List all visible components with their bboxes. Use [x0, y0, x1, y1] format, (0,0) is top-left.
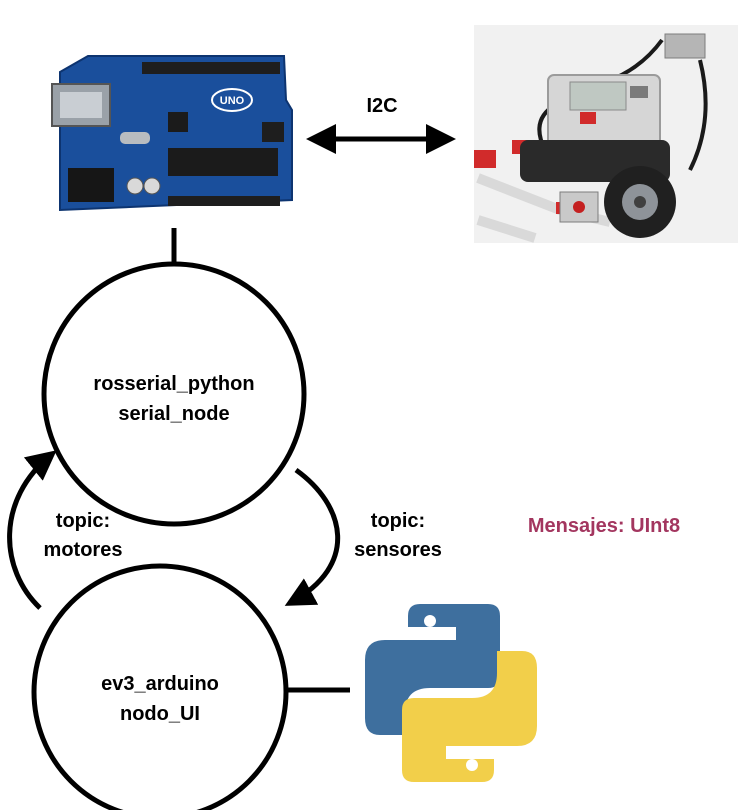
left-topic-line2: motores: [44, 539, 123, 561]
motores-arrow: [7, 450, 57, 610]
bottom-node-line1: ev3_arduino: [101, 673, 219, 695]
sensores-arrow: [284, 467, 341, 606]
top-node-line1: rosserial_python: [93, 373, 254, 395]
ev3-robot-icon: [474, 25, 738, 243]
arduino-board-label: UNO: [220, 95, 245, 107]
arduino-board-icon: [51, 55, 293, 212]
right-topic-line1: topic:: [371, 510, 425, 532]
bottom-node-line2: nodo_UI: [120, 703, 200, 725]
top-node-line2: serial_node: [118, 403, 229, 425]
right-topic-line2: sensores: [354, 539, 442, 561]
messages-label: Mensajes: UInt8: [528, 515, 680, 537]
python-logo-icon: [365, 604, 537, 782]
i2c-label: I2C: [366, 95, 397, 117]
node-rosserial-python: [41, 261, 307, 527]
left-topic-line1: topic:: [56, 510, 110, 532]
